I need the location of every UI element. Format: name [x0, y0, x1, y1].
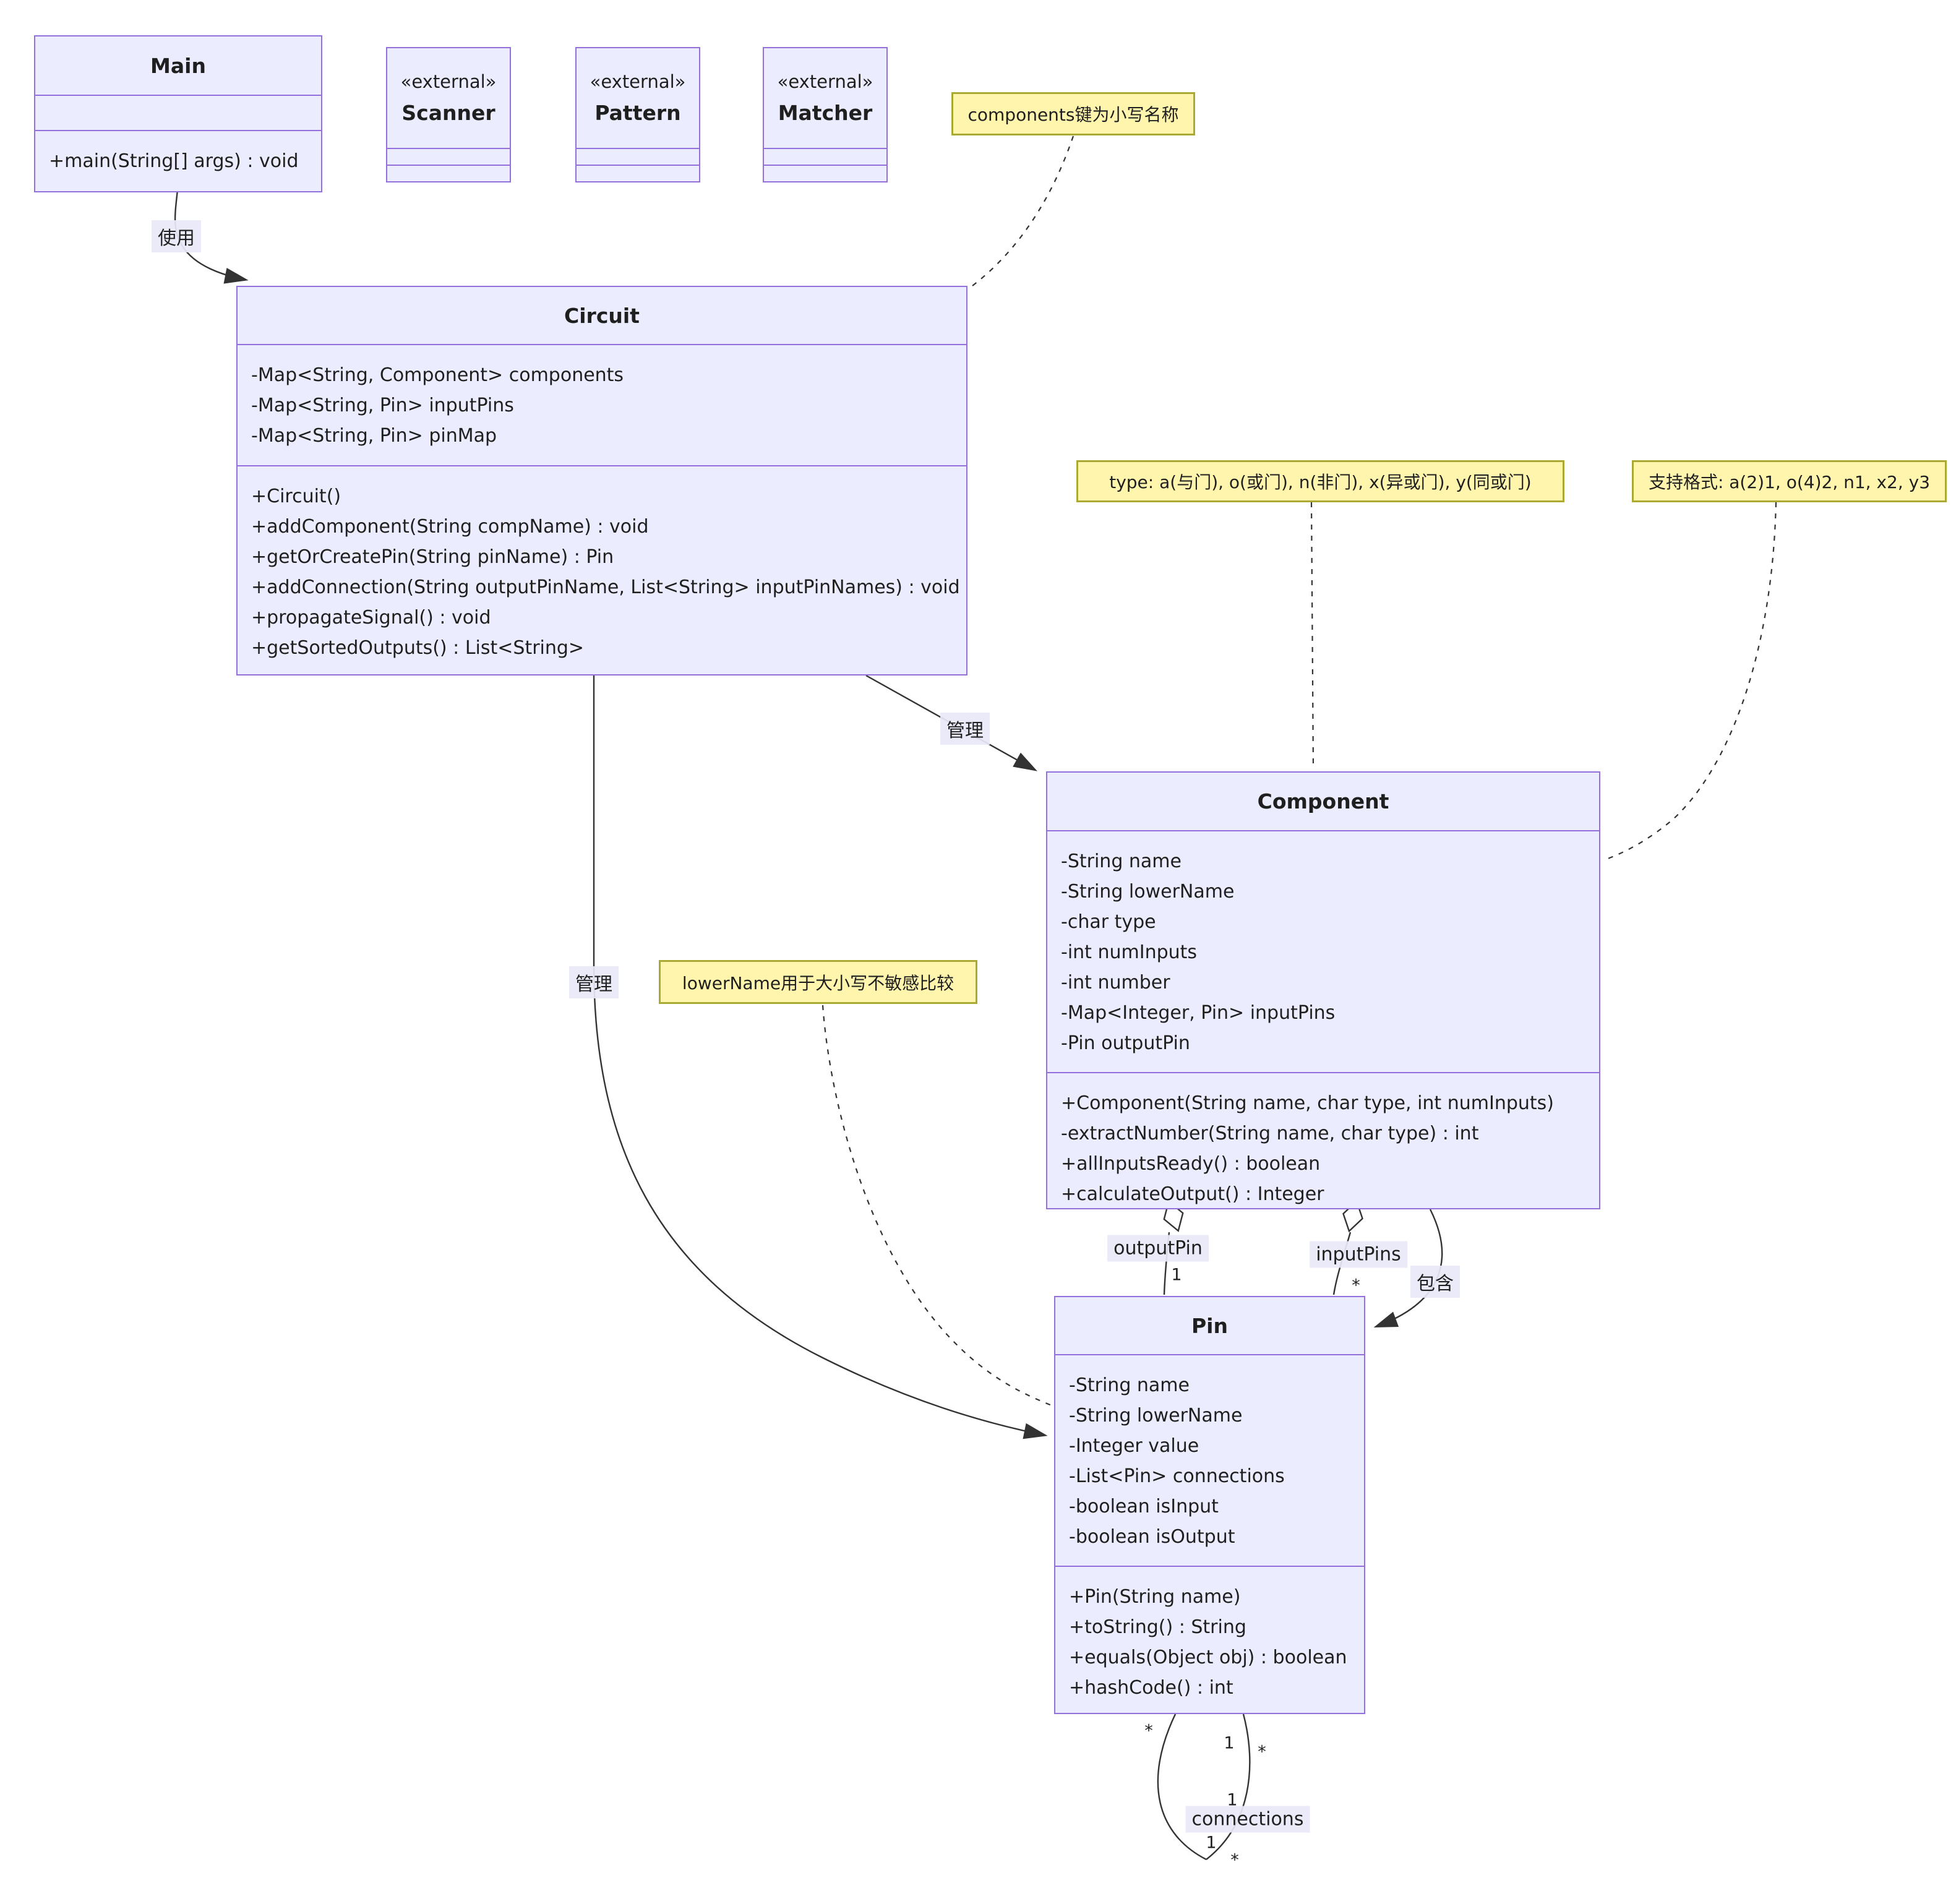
class-matcher-name: Matcher: [778, 101, 873, 125]
class-pattern-methods: [577, 165, 699, 181]
multiplicity-loop-bottom-1: 1: [1206, 1833, 1217, 1853]
attribute: -Map<Integer, Pin> inputPins: [1061, 1002, 1336, 1024]
class-pin-name: Pin: [1191, 1313, 1228, 1338]
method: +calculateOutput() : Integer: [1061, 1183, 1324, 1205]
edge-pin-selfloop-right: [1206, 1713, 1251, 1860]
attribute: -int number: [1061, 972, 1170, 993]
multiplicity-inputpins-many: *: [1352, 1276, 1360, 1295]
attribute: -char type: [1061, 911, 1156, 933]
note-components-key: components键为小写名称: [951, 92, 1195, 135]
method: +toString() : String: [1069, 1616, 1246, 1638]
attribute: -String lowerName: [1061, 881, 1235, 903]
class-circuit: Circuit -Map<String, Component> componen…: [236, 286, 967, 675]
attribute: -int numInputs: [1061, 941, 1198, 963]
multiplicity-outputpin-1: 1: [1171, 1265, 1182, 1285]
attribute: -String lowerName: [1069, 1405, 1243, 1426]
class-scanner-title: «external» Scanner: [387, 48, 510, 148]
class-pattern: «external» Pattern: [575, 47, 700, 182]
attribute: -boolean isOutput: [1069, 1526, 1235, 1548]
class-main-title: Main: [35, 36, 321, 95]
edge-label-inputpins: inputPins: [1310, 1241, 1407, 1268]
edge-circuit-manages-pin: [593, 675, 1048, 1439]
edge-label-connections: connections: [1185, 1806, 1310, 1833]
class-pattern-stereotype: «external»: [590, 71, 686, 92]
class-pattern-attributes: [577, 148, 699, 165]
class-main-methods: +main(String[] args) : void: [35, 130, 321, 191]
class-component: Component -String name -String lowerName…: [1046, 771, 1600, 1209]
class-main-name: Main: [150, 53, 206, 78]
class-matcher-attributes: [764, 148, 886, 165]
class-scanner: «external» Scanner: [386, 47, 511, 182]
edge-label-outputpin: outputPin: [1107, 1235, 1209, 1262]
method: +Pin(String name): [1069, 1586, 1241, 1608]
method: +getOrCreatePin(String pinName) : Pin: [251, 546, 614, 568]
note-lowername: lowerName用于大小写不敏感比较: [659, 960, 977, 1004]
class-circuit-methods: +Circuit() +addComponent(String compName…: [238, 465, 966, 674]
class-component-name: Component: [1257, 789, 1389, 813]
edge-pin-selfloop-left: [1157, 1713, 1207, 1861]
class-pin-attributes: -String name -String lowerName -Integer …: [1055, 1354, 1364, 1566]
class-scanner-stereotype: «external»: [400, 71, 497, 92]
multiplicity-loop-left-many: *: [1144, 1721, 1153, 1741]
method: +Component(String name, char type, int n…: [1061, 1092, 1554, 1114]
attribute: -boolean isInput: [1069, 1496, 1219, 1517]
attribute: -String name: [1061, 851, 1182, 872]
edge-note-format-component: [1602, 502, 1777, 862]
class-pattern-title: «external» Pattern: [577, 48, 699, 148]
class-scanner-attributes: [387, 148, 510, 165]
method: +equals(Object obj) : boolean: [1069, 1647, 1347, 1668]
method: +allInputsReady() : boolean: [1061, 1153, 1321, 1175]
edge-note-typelegend-component: [1310, 502, 1315, 770]
method: +hashCode() : int: [1069, 1677, 1233, 1699]
edge-label-manages-component: 管理: [940, 713, 990, 745]
edge-note-lowername-pin: [821, 1005, 1052, 1407]
class-component-title: Component: [1047, 773, 1599, 830]
edge-label-uses: 使用: [152, 220, 201, 252]
class-scanner-name: Scanner: [401, 101, 495, 125]
method: +addConnection(String outputPinName, Lis…: [251, 577, 960, 598]
multiplicity-loop-right-many: *: [1258, 1742, 1266, 1762]
attribute: -Map<String, Pin> inputPins: [251, 395, 514, 416]
attribute: -Map<String, Component> components: [251, 364, 624, 386]
class-matcher-title: «external» Matcher: [764, 48, 886, 148]
method: -extractNumber(String name, char type) :…: [1061, 1123, 1479, 1144]
class-circuit-title: Circuit: [238, 287, 966, 344]
class-pin-title: Pin: [1055, 1297, 1364, 1354]
class-scanner-methods: [387, 165, 510, 181]
attribute: -Map<String, Pin> pinMap: [251, 425, 497, 447]
class-main: Main +main(String[] args) : void: [34, 35, 322, 192]
class-pin: Pin -String name -String lowerName -Inte…: [1054, 1296, 1365, 1714]
multiplicity-loop-mid-1: 1: [1227, 1790, 1238, 1810]
method: +propagateSignal() : void: [251, 607, 491, 628]
multiplicity-loop-right-1: 1: [1224, 1733, 1235, 1753]
class-component-attributes: -String name -String lowerName -char typ…: [1047, 830, 1599, 1072]
edge-label-manages-pin: 管理: [569, 966, 619, 998]
note-format-support: 支持格式: a(2)1, o(4)2, n1, x2, y3: [1632, 460, 1947, 502]
attribute: -Integer value: [1069, 1435, 1199, 1457]
class-matcher-methods: [764, 165, 886, 181]
class-matcher: «external» Matcher: [763, 47, 888, 182]
class-component-methods: +Component(String name, char type, int n…: [1047, 1072, 1599, 1208]
method: +addComponent(String compName) : void: [251, 516, 649, 538]
multiplicity-loop-bottom-many: *: [1230, 1850, 1239, 1870]
method: +main(String[] args) : void: [49, 150, 299, 172]
method: +getSortedOutputs() : List<String>: [251, 637, 585, 659]
class-pin-methods: +Pin(String name) +toString() : String +…: [1055, 1566, 1364, 1713]
class-pattern-name: Pattern: [594, 101, 681, 125]
attribute: -Pin outputPin: [1061, 1032, 1190, 1054]
method: +Circuit(): [251, 486, 341, 507]
note-type-legend: type: a(与门), o(或门), n(非门), x(异或门), y(同或门…: [1076, 460, 1564, 502]
class-circuit-attributes: -Map<String, Component> components -Map<…: [238, 344, 966, 465]
edge-label-contains: 包含: [1410, 1266, 1460, 1298]
attribute: -List<Pin> connections: [1069, 1465, 1285, 1487]
class-matcher-stereotype: «external»: [777, 71, 873, 92]
class-circuit-name: Circuit: [564, 303, 640, 328]
class-main-attributes: [35, 95, 321, 130]
attribute: -String name: [1069, 1374, 1190, 1396]
edge-note-componentskey-circuit: [972, 135, 1075, 286]
